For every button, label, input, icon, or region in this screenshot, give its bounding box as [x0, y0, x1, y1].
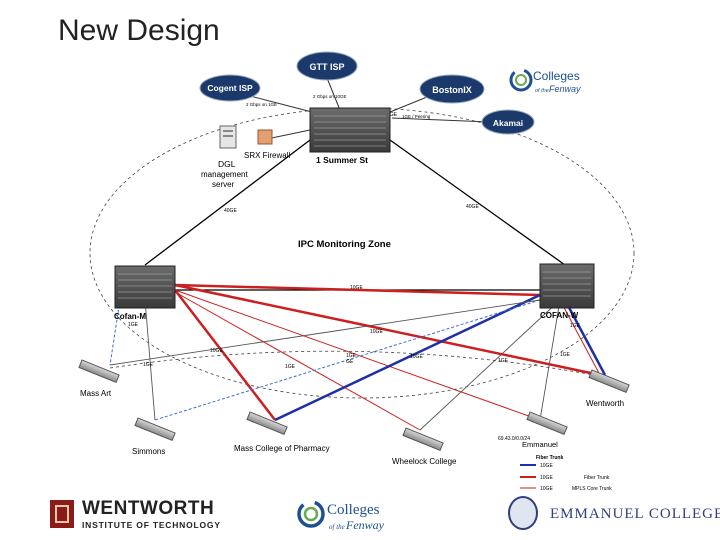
wentworth-name: WENTWORTH: [82, 498, 215, 519]
dashed-links: [109, 299, 541, 421]
simmons-switch: [134, 417, 176, 442]
wheelock-label: Wheelock College: [392, 457, 457, 466]
dgl-label-2: management: [201, 170, 248, 179]
legend-title: Fiber Trunk: [536, 455, 563, 461]
emmanuel-logo: EMMANUEL COLLEGE: [508, 494, 720, 534]
red-label-4: 1GE: [143, 362, 154, 368]
wheelock-switch: [402, 427, 444, 452]
dgl-label-3: server: [212, 180, 235, 189]
mid-label-4: 1GE: [560, 352, 571, 358]
cloud-bostonix: BostonIX: [419, 74, 485, 104]
red-label-1: 10GE: [370, 329, 383, 335]
backbone-left: [144, 139, 311, 266]
mcphs-label: Mass College of Pharmacy: [234, 444, 330, 453]
mcphs-switch: [246, 411, 288, 436]
legend-item3-desc: MPLS Core Trunk: [572, 486, 612, 492]
link-akamai: [391, 117, 491, 123]
emmanuel-switch: [526, 411, 568, 436]
backbone-right: [389, 139, 566, 266]
cofan-w-label: COFAN-W: [540, 311, 579, 320]
wentworth-switch: [588, 369, 630, 394]
header-fenway-logo: Colleges of the Fenway: [509, 68, 581, 94]
bostonix-label: BostonIX: [432, 85, 472, 95]
header-fenway: Fenway: [549, 84, 581, 94]
cloud-cogent: Cogent ISP: [199, 74, 261, 102]
cofan-w-router: [539, 263, 595, 309]
footer-colleges: Colleges: [327, 502, 380, 518]
cofan-m-router: [114, 265, 176, 309]
cofan-w-1ge: 1GE: [570, 323, 581, 329]
dgl-server-icon: [219, 125, 237, 149]
mid-label-2: GE: [346, 359, 354, 365]
cloud-akamai: Akamai: [481, 109, 535, 135]
red-label-2: 10GE: [410, 354, 423, 360]
header-of-the: of the: [535, 88, 549, 94]
zone-oval: [89, 107, 635, 399]
akamai-link-label: 1GE / Peering: [402, 114, 431, 119]
wentworth-subtitle: INSTITUTE OF TECHNOLOGY: [82, 520, 221, 530]
cofan-m-1ge: 1GE: [128, 322, 139, 328]
mass-art-switch: [78, 359, 120, 384]
link-cogent: [249, 95, 313, 113]
bostonix-link-label: 1GE: [387, 112, 398, 118]
legend-item2: 10GE: [540, 475, 553, 481]
link-gtt: [326, 77, 341, 111]
gtt-link-label: 2 Gbps on 10GE: [313, 94, 347, 99]
cloud-gtt: GTT ISP: [296, 51, 358, 81]
right-tri-label: 40GE: [466, 204, 479, 210]
gtt-label: GTT ISP: [309, 62, 344, 72]
red-label-5: 1GE: [285, 364, 296, 370]
srx-firewall-icon: [257, 129, 273, 145]
thin-red-links: [174, 289, 601, 431]
srx-label: SRX Firewall: [244, 151, 290, 160]
emmanuel-seal-icon: [508, 496, 538, 530]
cogent-label: Cogent ISP: [207, 83, 253, 93]
red-label-3: 10GE: [210, 348, 223, 354]
emmanuel-name: EMMANUEL COLLEGE: [550, 506, 720, 522]
slide-title: New Design: [58, 14, 220, 47]
cofan-link-label: 10GE: [350, 285, 363, 291]
legend: Fiber Trunk 10GE 10GE Fiber Trunk 10GE M…: [520, 455, 612, 492]
emmanuel-label: Emmanuel: [522, 440, 558, 449]
dgl-label-1: DGL: [218, 159, 236, 169]
footer-fenway: Fenway: [345, 518, 385, 532]
mid-label-1: 1GE: [346, 353, 357, 359]
legend-item1: 10GE: [540, 463, 553, 469]
link-bostonix: [389, 94, 433, 113]
mid-label-3: 1GE: [498, 358, 509, 364]
simmons-label: Simmons: [132, 447, 165, 456]
summer-st-router: [309, 107, 391, 153]
blue-links: [274, 293, 607, 422]
legend-item3: 10GE: [540, 486, 553, 492]
summer-st-label: 1 Summer St: [316, 155, 368, 165]
lower-arc: [109, 350, 611, 379]
wentworth-label: Wentworth: [586, 399, 624, 408]
footer-fenway-logo: Colleges of the Fenway: [297, 500, 385, 532]
thin-black-links: [109, 299, 561, 431]
footer-of-the: of the: [329, 523, 345, 531]
zone-label: IPC Monitoring Zone: [298, 239, 391, 250]
wentworth-shield-icon: [50, 500, 74, 528]
header-colleges: Colleges: [533, 69, 580, 83]
cofan-m-label: Cofan-M: [114, 312, 146, 321]
cogent-link-label: 2 Gbps on 1GE: [246, 102, 277, 107]
mass-art-label: Mass Art: [80, 389, 112, 398]
akamai-label: Akamai: [493, 118, 523, 128]
left-tri-label: 40GE: [224, 208, 237, 214]
legend-item2-desc: Fiber Trunk: [584, 475, 610, 481]
emmanuel-addr: 69.43.0/0.0/24: [498, 436, 530, 442]
